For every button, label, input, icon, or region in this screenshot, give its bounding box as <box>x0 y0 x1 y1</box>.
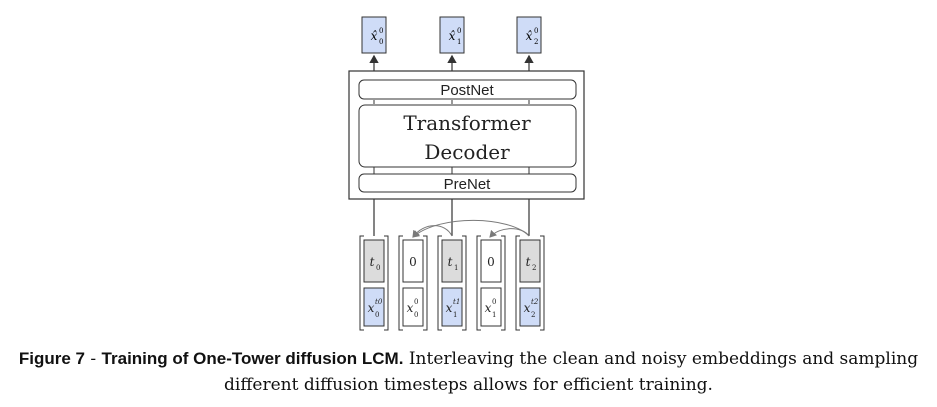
caption-title: Training of One-Tower diffusion LCM. <box>101 349 404 368</box>
timestep-cell-3 <box>480 239 502 283</box>
timestep-label-2: t <box>448 255 453 269</box>
attention-arc-1 <box>412 225 453 238</box>
output-label-2: x̂ <box>526 29 533 43</box>
output-sup-1: 0 <box>457 27 461 35</box>
timestep-label-3: 0 <box>487 255 495 269</box>
attention-arc-2b <box>489 228 530 238</box>
prenet-label: PreNet <box>444 176 492 193</box>
embedding-sup-2: t1 <box>453 298 460 306</box>
caption-text-line2: different diffusion timesteps allows for… <box>224 375 713 395</box>
output-sub-2: 2 <box>534 38 538 46</box>
timestep-label-4: t <box>526 255 531 269</box>
embedding-label-3: x <box>485 301 492 315</box>
figure-caption: Figure 7 - Training of One-Tower diffusi… <box>0 346 937 398</box>
embedding-sup-4: t2 <box>531 298 539 306</box>
embedding-label-1: x <box>407 301 414 315</box>
timestep-sub-4: 2 <box>532 264 536 272</box>
timestep-cell-1 <box>402 239 424 283</box>
timestep-label-1: 0 <box>409 255 417 269</box>
embedding-sub-0: 0 <box>375 311 379 319</box>
embedding-cell-3 <box>480 287 502 327</box>
output-label-0: x̂ <box>371 29 378 43</box>
caption-separator: - <box>84 349 102 369</box>
timestep-cell-2 <box>441 239 463 283</box>
embedding-cell-4 <box>519 287 541 327</box>
timestep-cell-4 <box>519 239 541 283</box>
output-box-0: x̂ 0 0 <box>361 16 387 54</box>
caption-text-line1: Interleaving the clean and noisy embeddi… <box>403 349 919 369</box>
embedding-cell-1 <box>402 287 424 327</box>
caption-label: Figure 7 <box>18 349 85 368</box>
postnet-label: PostNet <box>440 82 494 99</box>
output-sub-1: 1 <box>457 38 461 46</box>
embedding-sup-3: 0 <box>492 298 496 306</box>
transformer-label-line1: Transformer <box>403 111 531 135</box>
embedding-label-4: x <box>524 301 531 315</box>
output-sub-0: 0 <box>379 38 383 46</box>
timestep-cell-0 <box>363 239 385 283</box>
embedding-cell-0 <box>363 287 385 327</box>
timestep-sub-2: 1 <box>454 264 458 272</box>
embedding-sub-3: 1 <box>492 311 496 319</box>
timestep-label-0: t <box>370 255 375 269</box>
transformer-label-line2: Decoder <box>424 140 510 164</box>
embedding-sub-2: 1 <box>453 311 457 319</box>
output-box-2: x̂ 2 0 <box>516 16 542 54</box>
output-box-1: x̂ 1 0 <box>439 16 465 54</box>
timestep-sub-0: 0 <box>376 264 380 272</box>
embedding-sub-4: 2 <box>531 311 535 319</box>
output-label-1: x̂ <box>449 29 456 43</box>
prenet-block <box>358 173 577 193</box>
postnet-block <box>358 79 577 100</box>
embedding-label-2: x <box>446 301 453 315</box>
embedding-sup-0: t0 <box>375 298 383 306</box>
lcm-diagram: x̂ 0 0 x̂ 1 0 x̂ 2 0 PostNet Transformer… <box>348 16 585 331</box>
embedding-label-0: x <box>368 301 375 315</box>
embedding-sup-1: 0 <box>414 298 418 306</box>
embedding-cell-2 <box>441 287 463 327</box>
embedding-sub-1: 0 <box>414 311 418 319</box>
transformer-decoder-block <box>358 104 577 168</box>
output-sup-0: 0 <box>379 27 383 35</box>
output-sup-2: 0 <box>534 27 538 35</box>
